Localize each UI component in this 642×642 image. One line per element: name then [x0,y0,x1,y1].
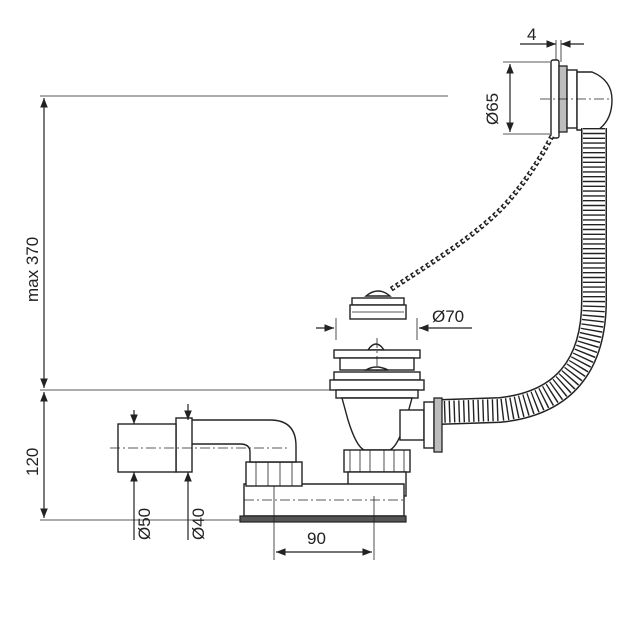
max-height-label: max 370 [23,237,42,302]
outlet-bend [189,419,297,463]
outlet-inner-diameter-label: Ø40 [189,508,208,540]
trap-body [239,483,407,523]
max-height-dimension-group: max 370 [23,98,336,391]
overflow-elbow [576,71,613,131]
outlet-collar [175,417,193,473]
plug-diameter-label: Ø70 [432,307,464,326]
overflow-dimension-group: Ø65 4 [40,25,584,135]
trap-height-dimension-group: 120 [23,392,240,521]
overflow-diameter-label: Ø65 [483,93,502,125]
outlet-elbow [110,417,303,487]
plug-chain [388,134,555,293]
outlet-outer-diameter-label: Ø50 [135,508,154,540]
outlet-diameter-dimensions: Ø50 Ø40 [130,404,208,540]
waste-offset-label: 90 [307,529,326,548]
waste-flange-lower [335,389,419,399]
overflow-head [540,59,613,139]
plug-knob [364,290,392,297]
waste-nut [343,449,411,473]
connector-pipe [399,409,425,441]
connector-ring [433,397,443,453]
connector-nut [423,401,435,449]
overflow-connector [399,397,443,453]
waste-gasket [329,379,425,391]
waste-flange-upper [333,371,421,381]
flexible-hose [439,128,607,425]
waste-offset-dimension-group: 90 [273,486,375,560]
trap-height-label: 120 [23,448,42,476]
overflow-thickness-label: 4 [527,25,536,44]
outlet-nut [245,461,303,487]
trap-base [239,515,407,523]
strainer-knob [366,343,386,351]
plug-stopper [349,290,407,320]
plug-top [351,297,405,306]
plug-diameter-dimension-group: Ø70 [316,307,472,340]
